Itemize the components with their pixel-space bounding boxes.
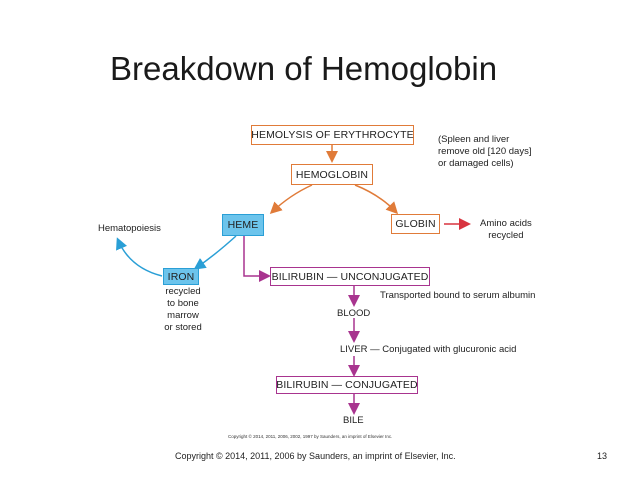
note-spleen-line1: (Spleen and liver [438,134,510,145]
note-iron: recycled to bone marrow or stored [161,286,205,334]
note-iron-line3: marrow [167,310,199,321]
box-bilirubin-conjugated: BILIRUBIN — CONJUGATED [276,376,418,394]
note-blood: BLOOD [337,308,371,319]
box-heme: HEME [222,214,264,236]
note-spleen-line3: or damaged cells) [438,158,514,169]
box-hemolysis: HEMOLYSIS OF ERYTHROCYTE [251,125,414,145]
arrow-heme-to-iron [193,235,237,270]
box-hemoglobin: HEMOGLOBIN [291,164,373,185]
note-amino-line2: recycled [488,230,524,241]
box-bilirubin-unconjugated-label: BILIRUBIN — UNCONJUGATED [271,270,429,283]
image-copyright: Copyright © 2014, 2011, 2006, 2002, 1997… [228,434,393,439]
box-globin: GLOBIN [391,214,440,234]
note-bile: BILE [343,415,364,426]
arrow-heme-to-bilirubin [243,236,271,282]
box-globin-label: GLOBIN [395,218,436,230]
note-transported: Transported bound to serum albumin [380,290,536,301]
note-spleen-line2: remove old [120 days] [438,146,532,157]
arrow-hemoglobin-to-globin [354,184,399,215]
box-bilirubin-conjugated-label: BILIRUBIN — CONJUGATED [276,379,418,391]
note-amino: Amino acids recycled [480,218,532,242]
page-number: 13 [597,451,608,461]
note-iron-line1: recycled [165,286,201,297]
box-iron: IRON [163,268,199,285]
box-heme-label: HEME [227,219,259,231]
slide-title: Breakdown of Hemoglobin [110,50,498,87]
note-iron-line4: or stored [164,322,202,333]
arrow-hemoglobin-to-heme [269,184,313,215]
note-amino-line1: Amino acids [480,218,532,229]
box-bilirubin-unconjugated: BILIRUBIN — UNCONJUGATED [270,267,430,286]
note-spleen: (Spleen and liver remove old [120 days] … [438,134,531,170]
note-liver: LIVER — Conjugated with glucuronic acid [340,344,517,355]
footer-copyright: Copyright © 2014, 2011, 2006 by Saunders… [175,451,456,461]
note-iron-line2: to bone [167,298,199,309]
arrow-iron-to-hematopoiesis [116,237,163,277]
box-hemoglobin-label: HEMOGLOBIN [295,168,369,181]
box-hemolysis-label: HEMOLYSIS OF ERYTHROCYTE [251,129,414,141]
box-iron-label: IRON [167,270,195,283]
note-hematopoiesis: Hematopoiesis [98,223,161,234]
